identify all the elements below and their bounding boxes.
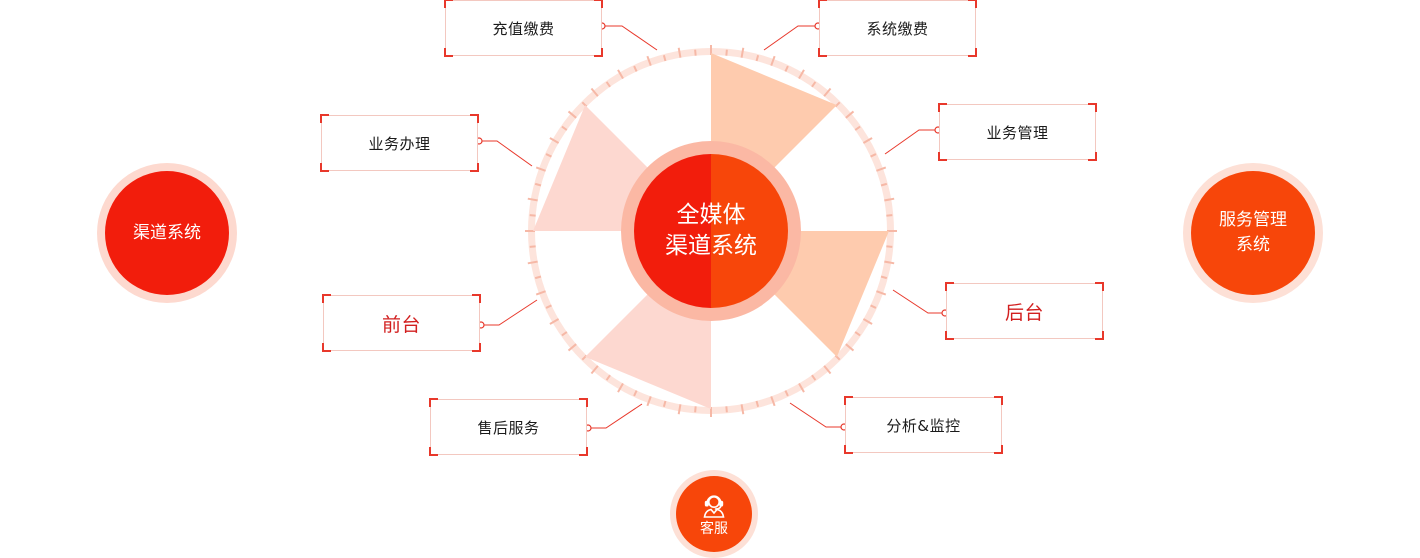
center-title-line1: 全媒体 bbox=[677, 202, 746, 228]
connector-analysis bbox=[789, 402, 844, 428]
node-label: 分析&监控 bbox=[886, 416, 961, 435]
node-label: 后台 bbox=[1004, 301, 1044, 324]
connector-recharge bbox=[602, 25, 658, 51]
connector-business bbox=[479, 140, 533, 167]
connector-lines bbox=[479, 25, 945, 429]
node-label: 业务办理 bbox=[368, 134, 431, 153]
center-title-line2: 渠道系统 bbox=[665, 233, 757, 259]
node-label: 前台 bbox=[381, 313, 421, 336]
node-system-fee: 系统缴费 bbox=[818, 0, 977, 57]
center-right-half bbox=[711, 154, 788, 308]
customer-service-circle: 客服 bbox=[670, 470, 758, 558]
connector-back bbox=[892, 289, 945, 314]
service-management-circle: 服务管理 系统 bbox=[1183, 163, 1323, 303]
node-label: 售后服务 bbox=[477, 418, 540, 437]
node-label: 充值缴费 bbox=[492, 19, 555, 38]
customer-service-icon bbox=[703, 495, 725, 518]
node-back: 后台 bbox=[945, 282, 1104, 340]
node-biz-manage: 业务管理 bbox=[938, 103, 1097, 161]
center-left-half bbox=[634, 154, 711, 308]
customer-service-label: 客服 bbox=[700, 521, 728, 538]
service-management-line2: 系统 bbox=[1236, 235, 1270, 255]
node-front: 前台 bbox=[322, 294, 481, 352]
node-business: 业务办理 bbox=[320, 114, 479, 172]
connector-front bbox=[481, 299, 538, 326]
connector-after-sales bbox=[588, 403, 643, 429]
service-management-line1: 服务管理 bbox=[1219, 210, 1287, 231]
node-label: 系统缴费 bbox=[866, 19, 929, 38]
connector-system-fee bbox=[763, 25, 818, 51]
node-label: 业务管理 bbox=[986, 123, 1049, 142]
node-recharge: 充值缴费 bbox=[444, 0, 603, 57]
node-analysis: 分析&监控 bbox=[844, 396, 1003, 454]
channel-system-label: 渠道系统 bbox=[133, 222, 201, 243]
node-after-sales: 售后服务 bbox=[429, 398, 588, 456]
connector-biz-manage bbox=[884, 129, 938, 155]
channel-system-circle: 渠道系统 bbox=[97, 163, 237, 303]
